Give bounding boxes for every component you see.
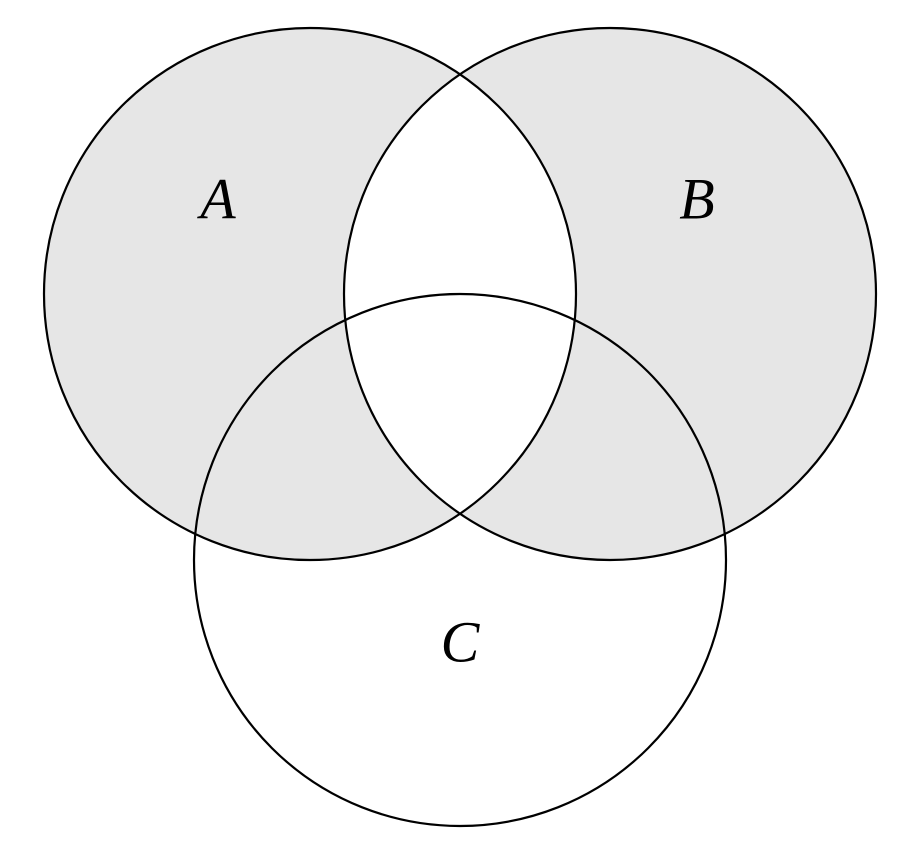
set-label-a: A bbox=[196, 166, 236, 231]
set-labels-group: A B C bbox=[196, 166, 714, 674]
set-label-b: B bbox=[679, 166, 714, 231]
circle-b-outline[interactable] bbox=[342, 26, 878, 562]
set-label-c: C bbox=[441, 609, 481, 674]
circle-outlines-group bbox=[42, 26, 878, 828]
circle-c-outline[interactable] bbox=[192, 292, 728, 828]
circle-a-outline[interactable] bbox=[42, 26, 578, 562]
